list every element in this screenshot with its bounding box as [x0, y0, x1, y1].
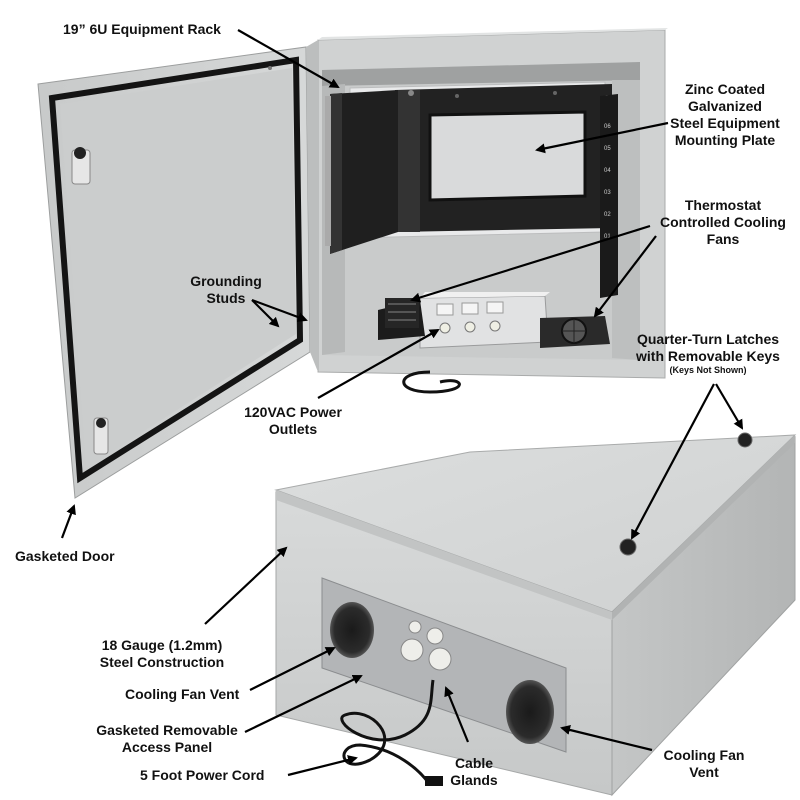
label-gauge-line: Steel Construction [99, 654, 225, 670]
label-zinc-line: Mounting Plate [674, 132, 776, 148]
arrow-outlets [317, 329, 440, 399]
fan-vent-left [330, 602, 374, 658]
cooling-fan-right [540, 316, 610, 348]
label-zinc-line: Galvanized [688, 98, 762, 114]
label-zinc-line: Steel Equipment [670, 115, 780, 131]
label-outlets: 120VAC Power Outlets [238, 404, 348, 438]
label-glands-line: Cable [454, 755, 494, 771]
label-outlets-line: 120VAC Power [244, 404, 342, 420]
open-door [37, 40, 318, 499]
label-panel-line: Gasketed Removable [96, 722, 238, 738]
lower-enclosure [274, 432, 797, 797]
rack-unit-number: 06 [604, 124, 611, 130]
label-latches-note: (Keys Not Shown) [669, 365, 747, 375]
label-glands-line: Glands [450, 772, 498, 788]
cable-gland-1 [400, 638, 424, 662]
arrow-gauge [204, 546, 288, 625]
power-cord-lower [340, 679, 435, 786]
label-gauge: 18 Gauge (1.2mm) Steel Construction [88, 637, 236, 671]
label-panel-line: Access Panel [121, 739, 213, 755]
fan-vent-right [506, 680, 554, 744]
label-fan-vent-right-line: Cooling Fan [663, 747, 745, 763]
label-outlets-line: Outlets [268, 421, 318, 437]
label-panel: Gasketed Removable Access Panel [88, 722, 246, 756]
arrow-latch-front [631, 383, 715, 540]
arrow-fan-vent-left [249, 647, 336, 691]
label-fan-vent-right-line: Vent [689, 764, 719, 780]
rack-unit-number: 05 [604, 146, 611, 152]
label-zinc-line: Zinc Coated [684, 81, 766, 97]
arrow-latch-back [715, 383, 744, 430]
cooling-fan-left [378, 298, 425, 340]
label-rack: 19” 6U Equipment Rack [63, 21, 221, 37]
label-latches-line: Quarter-Turn Latches [636, 331, 780, 347]
arrow-fan-right [593, 235, 657, 318]
equipment-rack: 06 05 04 03 02 01 [325, 84, 618, 298]
arrow-fan-vent-right [560, 725, 653, 752]
arrow-grounding-2 [251, 298, 308, 322]
label-thermostat: Thermostat Controlled Cooling Fans [650, 197, 796, 248]
label-thermostat-line: Controlled Cooling [660, 214, 786, 230]
label-grounding-line: Grounding [190, 273, 262, 289]
access-panel [321, 577, 567, 753]
label-door: Gasketed Door [15, 548, 115, 564]
arrow-glands [444, 686, 470, 743]
label-latches-line: with Removable Keys [636, 348, 780, 364]
power-outlet-strip [419, 292, 550, 349]
label-fan-vent-right: Cooling Fan Vent [650, 747, 758, 781]
label-fan-vent-left: Cooling Fan Vent [125, 686, 240, 702]
latch-key-front [619, 538, 637, 556]
label-thermostat-line: Fans [706, 231, 740, 247]
label-grounding-line: Studs [206, 290, 246, 306]
rack-unit-number: 04 [604, 168, 611, 174]
label-gauge-line: 18 Gauge (1.2mm) [101, 637, 223, 653]
rack-unit-number: 03 [604, 190, 611, 196]
rack-unit-number: 02 [604, 212, 611, 218]
rack-unit-number: 01 [604, 234, 611, 240]
arrow-rack [237, 29, 340, 88]
label-glands: Cable Glands [446, 755, 502, 789]
label-thermostat-line: Thermostat [684, 197, 762, 213]
arrow-cord [287, 755, 358, 777]
label-zinc: Zinc Coated Galvanized Steel Equipment M… [655, 81, 795, 149]
cable-gland-3 [426, 627, 444, 645]
power-cord-upper [402, 370, 461, 394]
latch-key-back [737, 432, 753, 448]
arrow-door [60, 504, 76, 539]
arrow-grounding-1 [251, 299, 280, 328]
label-cord: 5 Foot Power Cord [140, 767, 265, 783]
arrow-panel [244, 674, 363, 733]
arrow-zinc [535, 121, 669, 154]
label-latches: Quarter-Turn Latches with Removable Keys… [618, 331, 798, 376]
label-grounding: Grounding Studs [178, 273, 274, 307]
arrow-fan-left [410, 224, 651, 303]
callout-arrows [60, 29, 744, 777]
cable-gland-2 [428, 647, 452, 671]
